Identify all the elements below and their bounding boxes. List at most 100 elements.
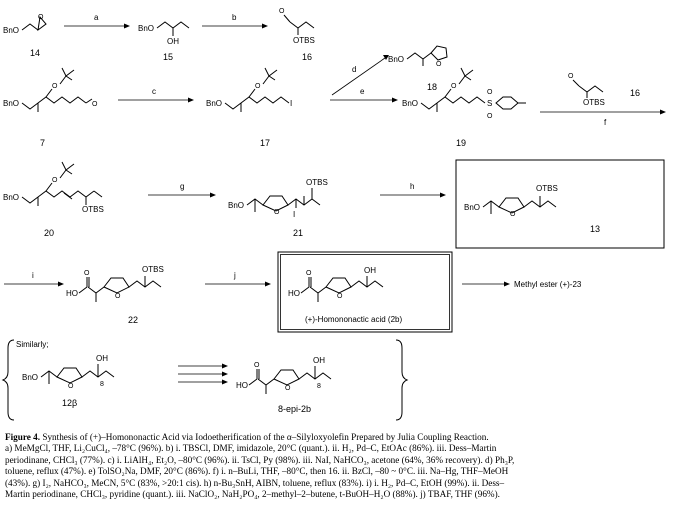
- svg-text:21: 21: [293, 228, 303, 238]
- svg-text:15: 15: [163, 52, 173, 62]
- svg-text:g: g: [180, 182, 184, 191]
- svg-text:22: 22: [128, 315, 138, 325]
- svg-text:OH: OH: [167, 37, 179, 46]
- svg-text:BnO: BnO: [3, 26, 19, 35]
- svg-text:BnO: BnO: [206, 99, 222, 108]
- svg-text:BnO: BnO: [3, 99, 19, 108]
- svg-text:b: b: [232, 13, 237, 22]
- svg-text:Similarly;: Similarly;: [16, 340, 48, 349]
- svg-text:20: 20: [44, 228, 54, 238]
- conditions-line-4: (43%). g) I₂, NaHCO₃, MeCN, 5°C (83%, >2…: [5, 477, 505, 488]
- svg-text:HO: HO: [288, 289, 300, 298]
- svg-text:h: h: [410, 182, 414, 191]
- svg-text:8-epi-2b: 8-epi-2b: [278, 404, 311, 414]
- svg-text:BnO: BnO: [138, 24, 154, 33]
- svg-text:O: O: [255, 83, 261, 90]
- svg-text:BnO: BnO: [464, 203, 480, 212]
- svg-text:OTBS: OTBS: [306, 178, 328, 187]
- svg-text:(+)-Homononactic acid (2b): (+)-Homononactic acid (2b): [305, 315, 402, 324]
- svg-text:OTBS: OTBS: [82, 205, 104, 214]
- svg-text:O: O: [254, 362, 260, 369]
- figure-label: Figure 4.: [5, 432, 41, 442]
- svg-text:14: 14: [30, 48, 40, 58]
- svg-text:12β: 12β: [62, 398, 77, 408]
- svg-text:e: e: [360, 87, 365, 96]
- svg-text:O: O: [279, 8, 285, 15]
- conditions-line-5: Martin periodinane, CHCl₃, pyridine (qua…: [5, 489, 500, 500]
- compound-16: O OTBS 16: [279, 8, 315, 62]
- svg-text:BnO: BnO: [402, 99, 418, 108]
- arrow-b: b: [202, 13, 268, 29]
- svg-text:i: i: [32, 271, 34, 280]
- compound-16-reagent: O OTBS 16: [568, 73, 640, 107]
- svg-text:O: O: [568, 73, 574, 80]
- svg-text:f: f: [604, 118, 607, 127]
- multi-step-arrows: [178, 363, 228, 385]
- arrow-c: c: [118, 87, 194, 103]
- compound-8-epi-2b: HO O O OH 8 8-epi-2b: [236, 356, 332, 414]
- svg-text:OH: OH: [313, 356, 325, 365]
- svg-text:I: I: [293, 210, 295, 219]
- svg-text:I: I: [290, 99, 292, 108]
- svg-text:O: O: [92, 101, 98, 108]
- arrow-i: i: [4, 271, 64, 287]
- svg-text:OTBS: OTBS: [583, 98, 605, 107]
- svg-text:O: O: [337, 293, 343, 300]
- compound-14: BnO O 14: [3, 14, 47, 58]
- svg-text:O: O: [68, 383, 74, 390]
- svg-text:O: O: [306, 270, 312, 277]
- svg-text:8: 8: [317, 383, 321, 390]
- compound-15: BnO OH 15: [138, 21, 190, 62]
- svg-text:OTBS: OTBS: [536, 184, 558, 193]
- arrow-a: a: [64, 13, 130, 29]
- svg-text:O: O: [487, 89, 493, 96]
- compound-17: BnO O I 17: [206, 67, 292, 148]
- svg-text:16: 16: [630, 88, 640, 98]
- svg-text:j: j: [233, 271, 236, 280]
- svg-text:HO: HO: [66, 289, 78, 298]
- svg-text:18: 18: [427, 82, 437, 92]
- arrow-j: j: [205, 271, 271, 287]
- svg-text:8: 8: [100, 381, 104, 388]
- svg-text:O: O: [487, 113, 493, 120]
- svg-text:c: c: [152, 87, 156, 96]
- svg-text:Methyl ester (+)-23: Methyl ester (+)-23: [514, 280, 582, 289]
- svg-text:OTBS: OTBS: [142, 265, 164, 274]
- compound-13-box: BnO O OTBS 13: [455, 159, 665, 249]
- conditions-line-2: periodinane, CHCl₃ (77%). c) i. LiAlH₄, …: [5, 454, 515, 465]
- conditions-line-3: toluene, reflux (47%). e) TolSO₂Na, DMF,…: [5, 466, 509, 477]
- arrow-d: d: [331, 55, 389, 96]
- svg-text:BnO: BnO: [22, 373, 38, 382]
- svg-text:BnO: BnO: [388, 55, 404, 64]
- compound-21: BnO O I OTBS 21: [228, 178, 328, 238]
- arrow-to-methyl-ester: Methyl ester (+)-23: [462, 280, 582, 289]
- svg-text:13: 13: [590, 224, 600, 234]
- svg-text:O: O: [436, 61, 442, 68]
- compound-20: BnO O OTBS 20: [3, 161, 104, 238]
- synthesis-scheme: BnO O 14 a BnO OH 15 b O OTBS 16 BnO O: [1, 8, 666, 421]
- svg-text:a: a: [94, 13, 99, 22]
- svg-text:O: O: [52, 177, 58, 184]
- svg-text:HO: HO: [236, 381, 248, 390]
- svg-text:O: O: [84, 270, 90, 277]
- svg-text:OTBS: OTBS: [293, 36, 315, 45]
- svg-text:17: 17: [260, 138, 270, 148]
- conditions-line-1: a) MeMgCl, THF, Li₂CuCl₄, –78°C (96%). b…: [5, 443, 497, 454]
- compound-19: BnO O S O O 19: [402, 67, 526, 148]
- svg-text:O: O: [510, 211, 516, 218]
- svg-text:16: 16: [302, 52, 312, 62]
- svg-text:O: O: [52, 83, 58, 90]
- svg-text:OH: OH: [96, 354, 108, 363]
- compound-22: HO O O OTBS 22: [66, 265, 164, 325]
- caption-title-line: Figure 4. Synthesis of (+)–Homononactic …: [5, 432, 673, 443]
- arrow-f: f: [540, 109, 666, 127]
- similarly-bracket: Similarly;: [1, 339, 409, 421]
- arrow-h: h: [380, 182, 446, 198]
- svg-text:S: S: [487, 99, 492, 108]
- arrow-e: e: [330, 87, 398, 103]
- svg-text:BnO: BnO: [228, 201, 244, 210]
- svg-text:BnO: BnO: [3, 193, 19, 202]
- homononactic-acid-box: HO O O OH (+)-Homononactic acid (2b): [277, 251, 453, 333]
- svg-text:O: O: [38, 14, 44, 21]
- arrow-g: g: [148, 182, 216, 198]
